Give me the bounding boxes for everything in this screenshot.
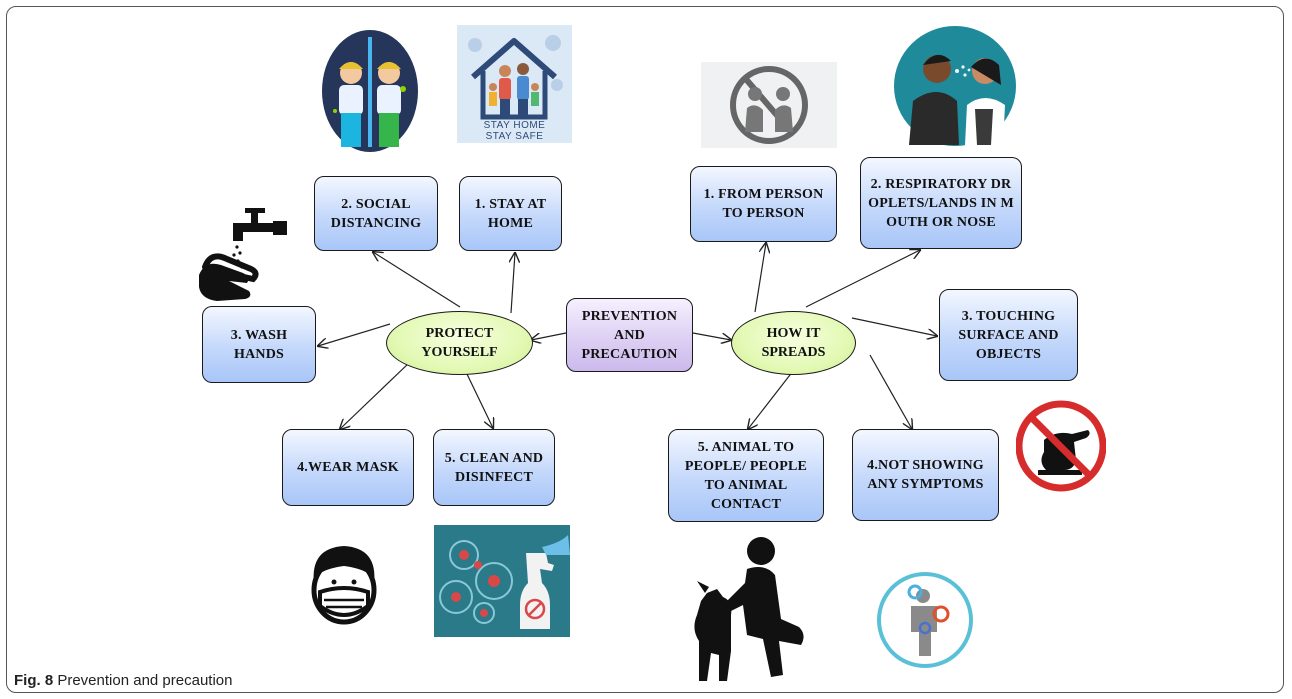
box-label: 3. TOUCHING SURFACE AND OBJECTS	[958, 308, 1059, 362]
no-contact-icon	[701, 62, 837, 148]
arrow-to-touching	[851, 317, 937, 336]
asymptomatic-icon	[877, 572, 973, 668]
arrow-center-to-protect	[531, 332, 567, 340]
touching-surface-box: 3. TOUCHING SURFACE AND OBJECTS	[939, 289, 1078, 381]
arrow-to-clean	[465, 371, 493, 428]
box-label: 3. WASH HANDS	[230, 327, 288, 362]
arrow-to-wash-hands	[318, 323, 391, 346]
social-distancing-box: 2. SOCIAL DISTANCING	[314, 176, 438, 251]
box-label: 1. STAY AT HOME	[474, 196, 547, 231]
figure-caption: Fig. 8 Prevention and precaution	[14, 672, 232, 689]
protect-yourself-ellipse: PROTECT YOURSELF	[386, 311, 533, 375]
no-touch-icon	[1016, 400, 1106, 492]
figure-frame	[6, 6, 1284, 693]
wear-mask-box: 4.WEAR MASK	[282, 429, 414, 506]
box-label: 5. ANIMAL TO PEOPLE/ PEOPLE TO ANIMAL CO…	[684, 439, 808, 512]
disinfect-icon	[434, 525, 570, 637]
poster-line1: STAY HOME	[483, 120, 546, 131]
arrow-to-symptoms	[869, 354, 912, 429]
mask-icon	[311, 546, 377, 625]
animal-contact-box: 5. ANIMAL TO PEOPLE/ PEOPLE TO ANIMAL CO…	[668, 429, 824, 522]
arrow-to-person	[754, 243, 766, 313]
arrow-to-droplets	[805, 250, 920, 308]
poster-line2: STAY SAFE	[485, 131, 544, 142]
arrow-to-social-distancing	[373, 252, 461, 308]
stay-home-box: 1. STAY AT HOME	[459, 176, 562, 251]
social-distancing-icon	[322, 30, 418, 152]
arrow-to-wear-mask	[340, 361, 411, 429]
caption-text: Prevention and precaution	[57, 672, 233, 689]
box-label: 1. FROM PERSON TO PERSON	[703, 187, 824, 221]
person-to-person-box: 1. FROM PERSON TO PERSON	[690, 166, 837, 242]
center-label: PREVENTION AND PRECAUTION	[581, 308, 678, 362]
stay-home-icon: STAY HOME STAY SAFE	[457, 25, 572, 143]
box-label: 2. RESPIRATORY DROPLETS/LANDS IN MOUTH O…	[868, 176, 1014, 230]
not-showing-symptoms-box: 4.NOT SHOWING ANY SYMPTOMS	[852, 429, 999, 521]
box-label: 2. SOCIAL DISTANCING	[330, 196, 422, 231]
wash-hands-box: 3. WASH HANDS	[202, 306, 316, 383]
spread-label: HOW IT SPREADS	[761, 326, 826, 360]
arrow-center-to-spread	[692, 332, 731, 340]
clean-disinfect-box: 5. CLEAN AND DISINFECT	[433, 429, 555, 506]
box-label: 4.NOT SHOWING ANY SYMPTOMS	[867, 458, 984, 492]
respiratory-droplets-box: 2. RESPIRATORY DROPLETS/LANDS IN MOUTH O…	[860, 157, 1022, 249]
box-label: 5. CLEAN AND DISINFECT	[444, 450, 544, 485]
animal-contact-icon	[694, 537, 804, 681]
caption-fig: Fig. 8	[14, 672, 54, 689]
hand-wash-icon	[199, 208, 287, 301]
protect-label: PROTECT YOURSELF	[421, 326, 498, 360]
arrow-to-stay-home	[511, 253, 515, 314]
how-it-spreads-ellipse: HOW IT SPREADS	[731, 311, 856, 375]
box-label: 4.WEAR MASK	[297, 460, 399, 475]
cough-icon	[894, 26, 1016, 146]
center-box: PREVENTION AND PRECAUTION	[566, 298, 693, 372]
